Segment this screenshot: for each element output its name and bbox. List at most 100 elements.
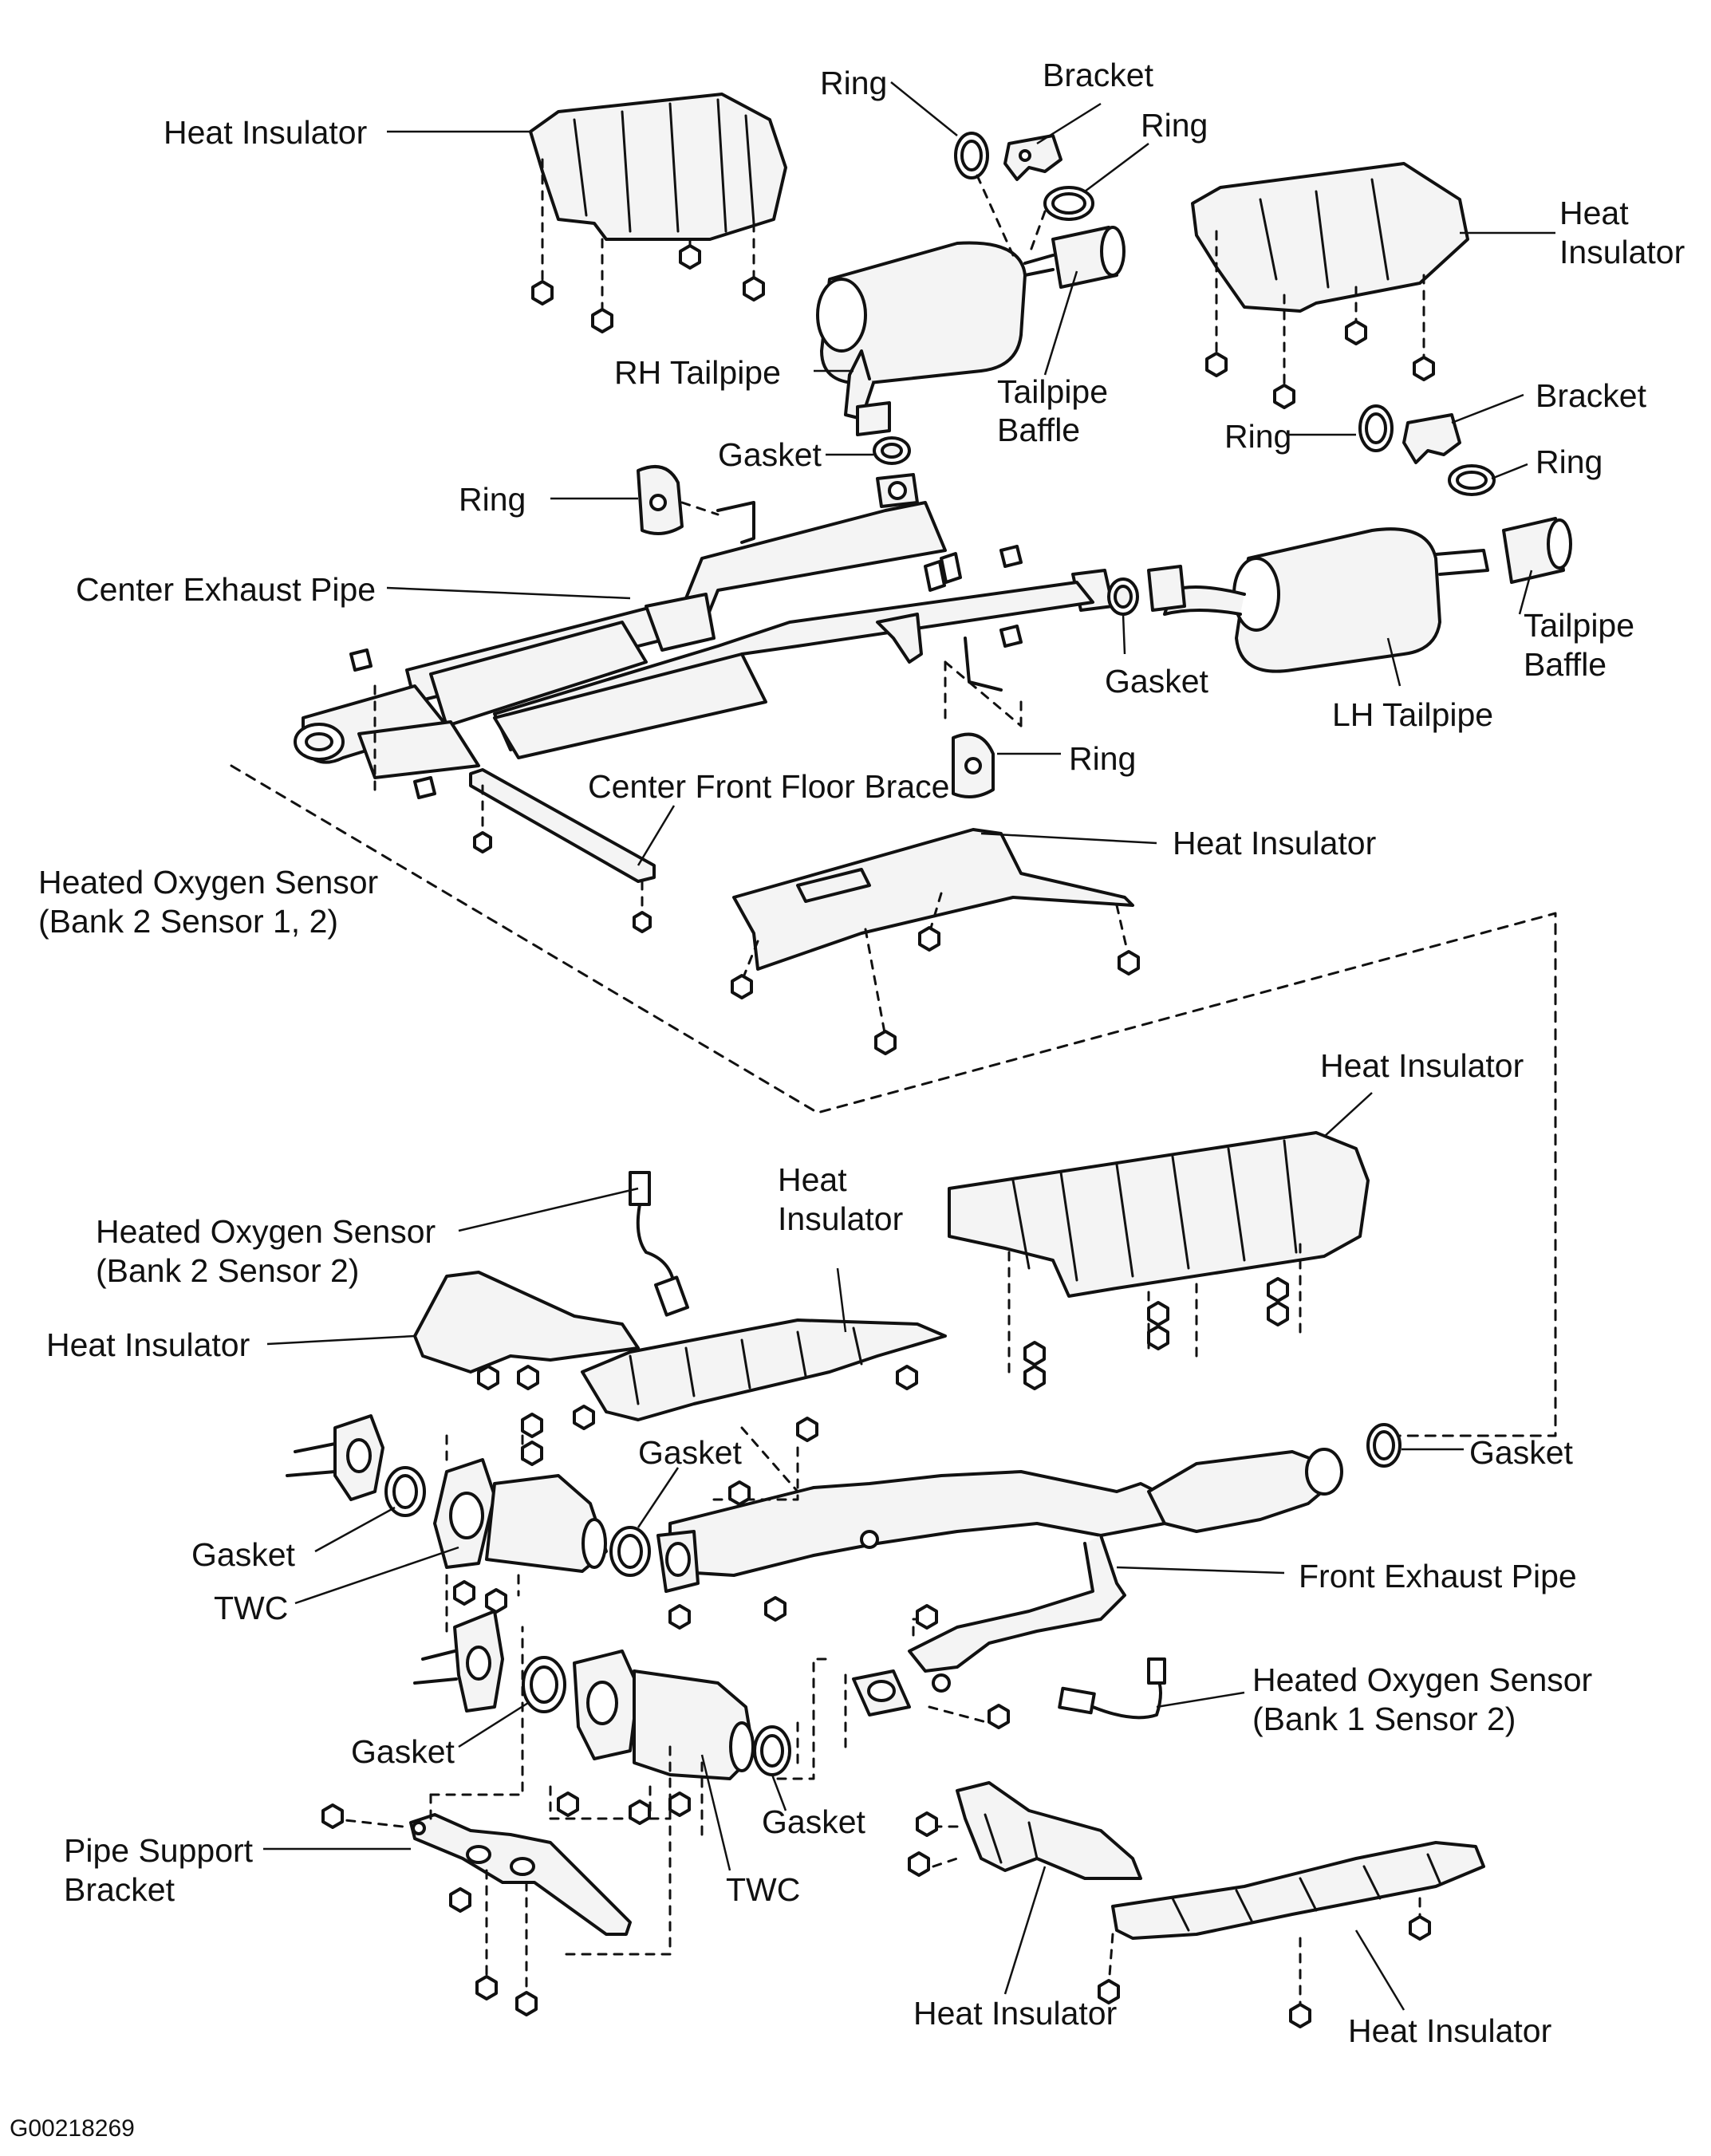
ring-top-left-part [954, 132, 989, 179]
rh-tailpipe-muffler-part [816, 241, 1055, 420]
leader-lines [263, 81, 1555, 2011]
floor-brace-dashed-lines [373, 684, 644, 919]
insulator-top-nuts [531, 244, 765, 333]
label-pipe-support-bracket-line1: Pipe Support [64, 1832, 254, 1869]
lower-bolts [321, 1365, 1010, 2016]
lh-tailpipe-muffler-part [1163, 527, 1489, 673]
label-tailpipe-baffle-right-line1: Tailpipe [1524, 607, 1635, 644]
label-center-exhaust-pipe: Center Exhaust Pipe [76, 571, 376, 608]
label-tailpipe-baffle-top-line1: Tailpipe [997, 373, 1109, 410]
label-center-front-floor-brace: Center Front Floor Brace [588, 768, 950, 805]
bracket-top-part [1003, 134, 1062, 181]
center-gasket-part [1071, 565, 1186, 616]
tailpipe-baffle-right-part [1502, 517, 1572, 584]
ring-dashed-lines [680, 501, 1023, 727]
center-pipe-bolts [349, 545, 1023, 799]
heat-insulator-top-part [529, 93, 787, 241]
front-exhaust-pipe-part [668, 1448, 1343, 1693]
label-heat-insulator-right-line2: Insulator [1559, 234, 1685, 270]
gasket-left-upper-part [384, 1466, 426, 1517]
label-heat-insulator-top: Heat Insulator [164, 114, 368, 151]
label-heat-insulator-right-line1: Heat [1559, 195, 1629, 231]
manifold-lower-part [413, 1610, 504, 1713]
large-insulator-nuts [1023, 1277, 1289, 1390]
label-heat-insulator-bottom-left: Heat Insulator [913, 1995, 1118, 2032]
label-tailpipe-baffle-right-line2: Baffle [1524, 646, 1607, 683]
gasket-left-lower-part [522, 1656, 566, 1713]
label-ring-right-b: Ring [1536, 443, 1603, 480]
ring-right-part [1358, 404, 1496, 496]
label-heat-insulator-left: Heat Insulator [46, 1326, 250, 1363]
center-front-floor-brace-part [469, 768, 656, 883]
label-ring-top-left: Ring [820, 65, 888, 101]
center-pipe-hanger-part [876, 613, 923, 664]
label-ho2s-bank2-s12-line2: (Bank 2 Sensor 1, 2) [38, 903, 339, 940]
label-ho2s-bank2-s12-line1: Heated Oxygen Sensor [38, 864, 379, 901]
label-gasket-twc-lower: Gasket [762, 1803, 865, 1840]
label-ho2s-bank1-s2-line1: Heated Oxygen Sensor [1252, 1661, 1593, 1698]
label-bracket-right: Bracket [1536, 377, 1646, 414]
heat-insulator-small-part [581, 1318, 947, 1421]
label-heat-insulator-bottom-right: Heat Insulator [1348, 2012, 1552, 2049]
label-tailpipe-baffle-top-line2: Baffle [997, 412, 1081, 448]
label-ring-top-right: Ring [1141, 107, 1208, 144]
label-heat-insulator-large: Heat Insulator [1320, 1047, 1524, 1084]
twc-upper-part [433, 1458, 608, 1573]
pipe-support-bracket-part [409, 1813, 632, 1936]
bracket-right-part [1402, 413, 1461, 464]
label-front-exhaust-pipe: Front Exhaust Pipe [1299, 1558, 1577, 1594]
heat-insulator-bottom-right-part [1111, 1841, 1485, 1940]
label-ho2s-bank1-s2-line2: (Bank 1 Sensor 2) [1252, 1701, 1516, 1737]
ring-top-right-part [1043, 186, 1094, 221]
twc-lower-part [573, 1650, 755, 1780]
label-ring-right-a: Ring [1224, 418, 1292, 455]
label-ho2s-bank2-s2-line1: Heated Oxygen Sensor [96, 1213, 436, 1250]
label-gasket-left-upper: Gasket [191, 1536, 295, 1573]
label-gasket-front-right: Gasket [1469, 1434, 1573, 1471]
ring-lower-part [952, 637, 1003, 798]
label-gasket-rh: Gasket [718, 436, 822, 473]
label-pipe-support-bracket-line2: Bracket [64, 1871, 175, 1908]
heat-insulator-right-part [1191, 162, 1469, 313]
label-ho2s-bank2-s2-line2: (Bank 2 Sensor 2) [96, 1252, 360, 1289]
heat-insulator-bottom-left-part [956, 1781, 1142, 1880]
rh-flange-gasket-part [856, 401, 919, 508]
label-gasket-left-lower: Gasket [351, 1733, 455, 1770]
floor-brace-bolts [473, 831, 652, 933]
reference-code: G00218269 [10, 2115, 135, 2142]
mid-insulator-nuts [731, 926, 1140, 1055]
gasket-twc-upper-part [609, 1526, 651, 1577]
center-exhaust-pipe-part [294, 501, 1094, 779]
heat-insulator-mid-part [732, 828, 1134, 971]
ho2s-bank2-sensor2-part [629, 1171, 689, 1317]
large-insulator-dashed-lines [1007, 1243, 1302, 1374]
heat-insulator-left-part [413, 1271, 640, 1374]
label-lh-tailpipe: LH Tailpipe [1332, 696, 1494, 733]
label-ring-lower: Ring [1069, 740, 1137, 777]
front-pipe-flange-part [656, 1530, 911, 1717]
ho2s-bank1-sensor2-part [1058, 1657, 1166, 1720]
mid-insulator-dashed-lines [740, 892, 1130, 1039]
insulator-right-nuts [1205, 320, 1435, 409]
heat-insulator-large-part [948, 1131, 1370, 1298]
label-bracket-top: Bracket [1043, 57, 1153, 93]
manifold-upper-part [286, 1414, 384, 1501]
section-boundary-dashed-line [230, 764, 1557, 1437]
label-rh-tailpipe: RH Tailpipe [614, 354, 781, 391]
label-gasket-center: Gasket [1105, 663, 1208, 700]
label-heat-insulator-mid: Heat Insulator [1173, 825, 1377, 861]
gasket-twc-lower-part [753, 1725, 791, 1776]
label-heat-insulator-small-line2: Insulator [778, 1200, 904, 1237]
label-ring-left: Ring [459, 481, 526, 518]
gasket-front-right-part [1366, 1423, 1402, 1468]
label-gasket-twc-upper: Gasket [638, 1434, 742, 1471]
top-ring-dashed-lines [976, 174, 1047, 257]
tailpipe-baffle-top-part [1051, 226, 1126, 289]
ring-left-part [637, 465, 755, 544]
label-heat-insulator-small-line1: Heat [778, 1161, 847, 1198]
bottom-insulator-bolts [908, 1811, 1431, 2028]
label-twc-lower: TWC [726, 1871, 801, 1908]
label-twc-upper: TWC [214, 1590, 289, 1626]
